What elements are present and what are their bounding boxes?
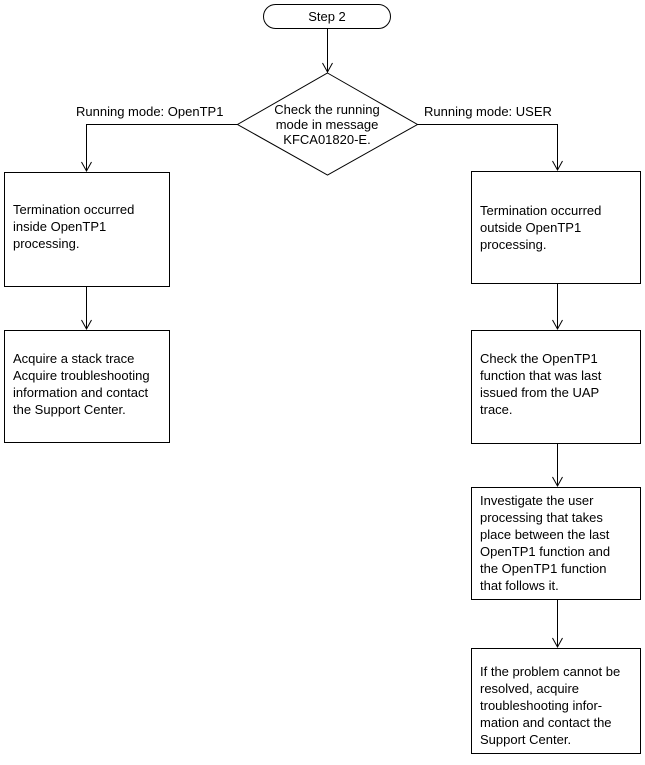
arrowhead-decision-to-left-box1 [81,161,92,173]
decision-node-label: Check the running mode in message KFCA01… [252,102,402,147]
process-line: Acquire a stack trace [13,351,135,366]
edge-decision-to-left-box1 [86,124,238,171]
arrowhead-right-box2-to-box3 [552,476,563,488]
process-line: issued from the UAP [480,385,600,400]
process-line: that follows it. [480,578,559,593]
process-line: place between the last [480,527,610,542]
process-line: Investigate the user [480,493,594,508]
process-line: OpenTP1 function and [480,544,611,559]
process-line: inside OpenTP1 [13,219,107,234]
decision-line: Check the running [274,102,380,117]
process-line: processing that takes [480,510,603,525]
process-line: trace. [480,402,513,417]
process-line: the OpenTP1 function [480,561,607,576]
decision-line: mode in message [275,117,379,132]
decision-diamond-shape [236,72,419,176]
arrowhead-step2-to-decision [322,62,333,74]
arrowhead-decision-to-right-box1 [552,160,563,172]
branch-label-user: Running mode: USER [424,104,552,119]
edge-decision-to-right-box1 [417,124,558,170]
branch-label-opentp1: Running mode: OpenTP1 [76,104,224,119]
decision-line: KFCA01820-E. [283,132,371,147]
process-box-contact-support: If the problem cannot be resolved, acqui… [471,648,641,754]
process-box-acquire-stack-trace: Acquire a stack trace Acquire troublesho… [4,330,170,443]
process-line: Check the OpenTP1 [480,351,598,366]
process-line: outside OpenTP1 [480,220,582,235]
process-box-investigate-user-processing: Investigate the user processing that tak… [471,487,641,600]
process-line: processing. [480,237,547,252]
process-box-check-uap-trace: Check the OpenTP1 function that was last… [471,330,641,444]
process-box-termination-outside: Termination occurred outside OpenTP1 pro… [471,171,641,284]
arrowhead-right-box3-to-box4 [552,637,563,649]
process-line: function that was last [480,368,602,383]
process-line: Acquire troubleshooting [13,368,150,383]
process-line: troubleshooting infor- [480,698,603,713]
process-line: information and contact [13,385,149,400]
process-line: Support Center. [480,732,572,747]
process-line: Termination occurred [480,203,602,218]
start-node-step2: Step 2 [263,4,391,29]
process-line: processing. [13,236,80,251]
arrowhead-right-box1-to-box2 [552,319,563,331]
process-line: mation and contact the [480,715,612,730]
arrowhead-left-box1-to-box2 [81,319,92,331]
process-line: If the problem cannot be [480,664,621,679]
process-line: Termination occurred [13,202,135,217]
process-box-termination-inside: Termination occurred inside OpenTP1 proc… [4,172,170,287]
process-line: resolved, acquire [480,681,579,696]
process-line: the Support Center. [13,402,126,417]
start-node-label: Step 2 [308,9,346,24]
